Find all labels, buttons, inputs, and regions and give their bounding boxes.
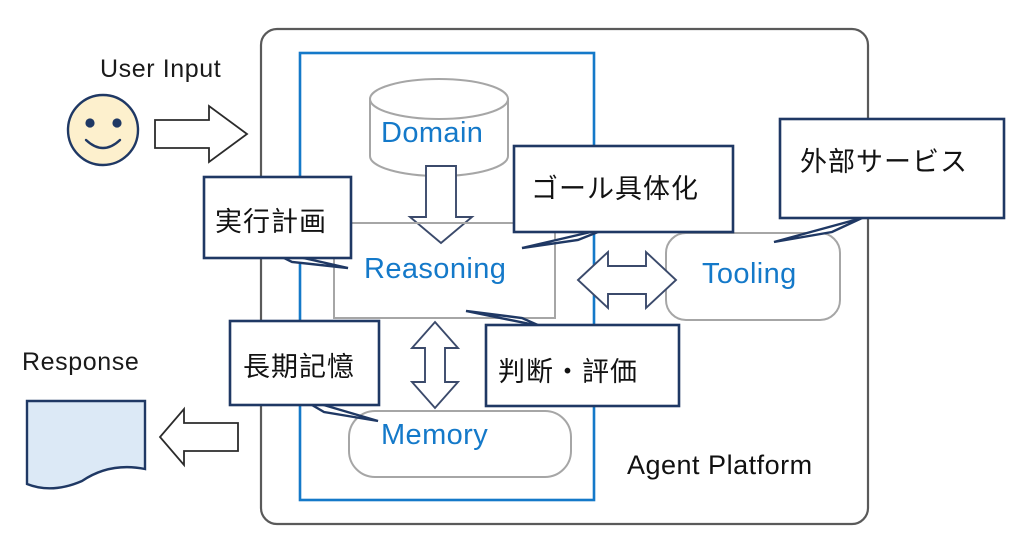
callout-box-handan-hyoka[interactable]	[484, 323, 681, 408]
memory-node-label: Memory	[381, 419, 489, 451]
callout-tail-gaibu-service	[773, 216, 863, 244]
document-icon	[25, 399, 147, 490]
tooling-node-label: Tooling	[702, 258, 797, 290]
domain-node-label: Domain	[381, 117, 484, 149]
user-input-label: User Input	[100, 55, 222, 83]
callout-label-goal-gutaika: ゴール具体化	[531, 174, 699, 205]
callout-tail-handan-hyoka	[465, 309, 541, 328]
callout-box-choki-kioku[interactable]	[228, 319, 381, 407]
callout-box-jikko-keikaku[interactable]	[202, 175, 353, 260]
domain-store-icon	[369, 78, 509, 177]
callout-label-gaibu-service: 外部サービス	[800, 147, 968, 178]
response-label: Response	[22, 348, 140, 376]
reasoning-node	[333, 222, 556, 319]
arrow-down-icon	[407, 165, 475, 245]
callout-label-choki-kioku: 長期記憶	[243, 352, 355, 383]
callout-label-handan-hyoka: 判断・評価	[498, 357, 638, 388]
callout-box-gaibu-service[interactable]	[778, 117, 1006, 220]
agent-platform-label: Agent Platform	[627, 450, 813, 480]
agent-platform-boundary	[259, 27, 870, 526]
callout-label-jikko-keikaku: 実行計画	[215, 207, 327, 238]
arrow-up-down-icon	[409, 320, 461, 410]
callout-box-goal-gutaika[interactable]	[512, 144, 735, 234]
arrow-right-icon	[154, 104, 249, 164]
arrow-left-right-icon	[576, 249, 678, 311]
arrow-left-icon	[158, 406, 239, 468]
smiley-face-icon	[66, 93, 140, 167]
memory-node	[348, 410, 572, 478]
reasoning-node-label: Reasoning	[364, 253, 507, 285]
